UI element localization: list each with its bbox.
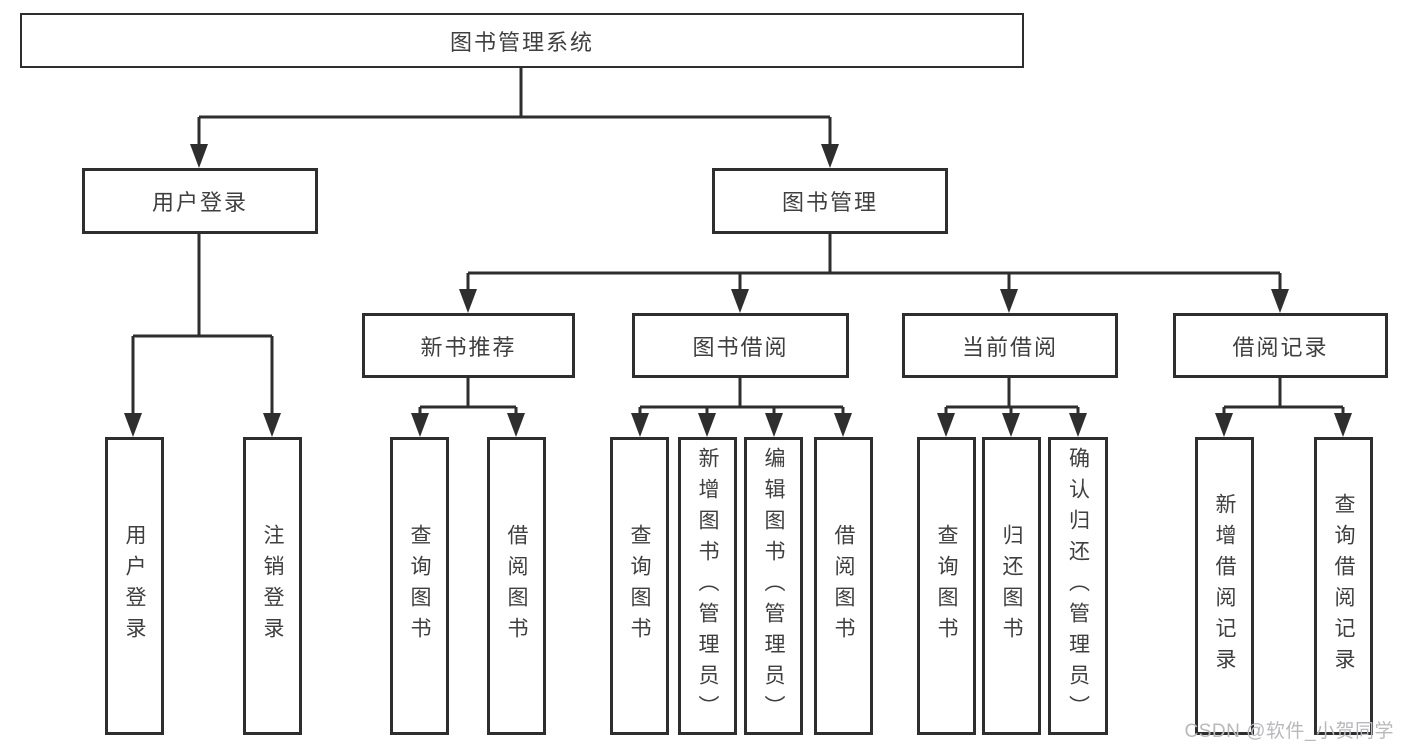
node-book-management-label: 图书管理 bbox=[781, 190, 878, 215]
leaf-current-query-book-label: 查询图书 bbox=[935, 524, 958, 648]
node-current-borrow-label: 当前借阅 bbox=[961, 334, 1058, 360]
leaf-logout-label: 注销登录 bbox=[261, 524, 284, 648]
leaf-logout: 注销登录 bbox=[243, 437, 302, 735]
leaf-borrow-add-book-admin-label: 新增图书（管理员） bbox=[696, 446, 719, 726]
node-root-system: 图书管理系统 bbox=[20, 13, 1024, 68]
csdn-watermark: CSDN @软件_小贺同学 bbox=[1184, 721, 1394, 742]
leaf-current-query-book: 查询图书 bbox=[917, 437, 976, 735]
node-borrow-record: 借阅记录 bbox=[1173, 313, 1388, 378]
leaf-borrow-query-book-label: 查询图书 bbox=[628, 524, 651, 648]
leaf-borrow-edit-book-admin-label: 编辑图书（管理员） bbox=[762, 446, 785, 726]
leaf-newbook-borrow-book-label: 借阅图书 bbox=[505, 524, 528, 648]
leaf-record-query-record-label: 查询借阅记录 bbox=[1332, 493, 1355, 679]
leaf-borrow-borrow-book: 借阅图书 bbox=[814, 437, 873, 735]
leaf-current-return-book: 归还图书 bbox=[982, 437, 1041, 735]
leaf-record-query-record: 查询借阅记录 bbox=[1314, 437, 1373, 735]
node-book-borrow-label: 图书借阅 bbox=[692, 334, 789, 360]
node-new-book-recommend-label: 新书推荐 bbox=[420, 334, 517, 360]
node-borrow-record-label: 借阅记录 bbox=[1232, 334, 1329, 360]
leaf-newbook-borrow-book: 借阅图书 bbox=[487, 437, 546, 735]
leaf-record-add-record: 新增借阅记录 bbox=[1195, 437, 1254, 735]
leaf-borrow-query-book: 查询图书 bbox=[610, 437, 669, 735]
node-root-label: 图书管理系统 bbox=[449, 29, 594, 55]
node-current-borrow: 当前借阅 bbox=[902, 313, 1118, 378]
leaf-record-add-record-label: 新增借阅记录 bbox=[1213, 493, 1236, 679]
leaf-newbook-query-book-label: 查询图书 bbox=[408, 524, 431, 648]
arrowheads bbox=[124, 144, 1352, 437]
leaf-current-return-book-label: 归还图书 bbox=[1000, 524, 1023, 648]
node-book-management: 图书管理 bbox=[712, 168, 948, 234]
leaf-borrow-add-book-admin: 新增图书（管理员） bbox=[678, 437, 737, 735]
leaf-newbook-query-book: 查询图书 bbox=[390, 437, 449, 735]
leaf-current-confirm-return-admin: 确认归还（管理员） bbox=[1048, 437, 1108, 735]
node-user-login-label: 用户登录 bbox=[151, 190, 248, 215]
leaf-user-login: 用户登录 bbox=[105, 437, 164, 735]
node-book-borrow: 图书借阅 bbox=[632, 313, 849, 378]
leaf-borrow-edit-book-admin: 编辑图书（管理员） bbox=[744, 437, 803, 735]
leaf-borrow-borrow-book-label: 借阅图书 bbox=[832, 524, 855, 648]
leaf-user-login-label: 用户登录 bbox=[123, 524, 146, 648]
node-user-login: 用户登录 bbox=[82, 168, 318, 234]
leaf-current-confirm-return-admin-label: 确认归还（管理员） bbox=[1066, 446, 1090, 726]
node-new-book-recommend: 新书推荐 bbox=[362, 313, 575, 378]
